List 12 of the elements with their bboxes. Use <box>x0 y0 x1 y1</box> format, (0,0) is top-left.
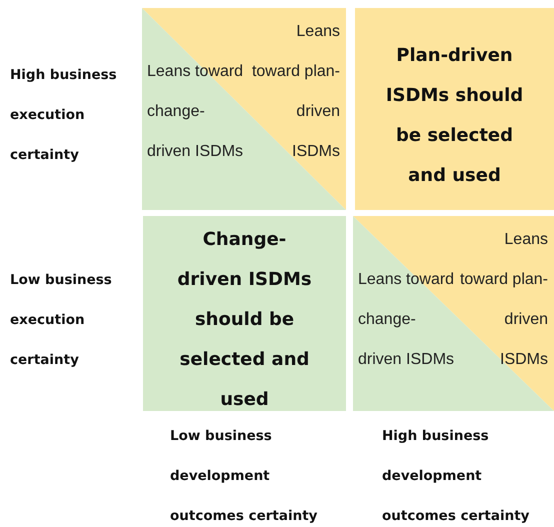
quadrant-text: Leans toward change-driven ISDMs <box>358 270 456 370</box>
quadrant-text: Plan-driven ISDMs should be selected and used <box>384 44 524 188</box>
quadrant-text: Leans toward plan-driven ISDMs <box>250 22 340 162</box>
quadrant-text: Change-driven ISDMs should be selected and used <box>176 228 313 412</box>
quadrant-box <box>355 8 554 210</box>
axis-label: High business development outcomes certainty <box>382 427 530 526</box>
axis-label: Low business execution certainty <box>10 271 113 370</box>
axis-label: Low business development outcomes certainty <box>170 427 318 526</box>
axis-label: High business execution certainty <box>10 66 118 165</box>
quadrant-text: Leans toward change-driven ISDMs <box>147 62 244 162</box>
quadrant-box <box>143 216 346 411</box>
quadrant-text: Leans toward plan-driven ISDMs <box>458 230 548 370</box>
